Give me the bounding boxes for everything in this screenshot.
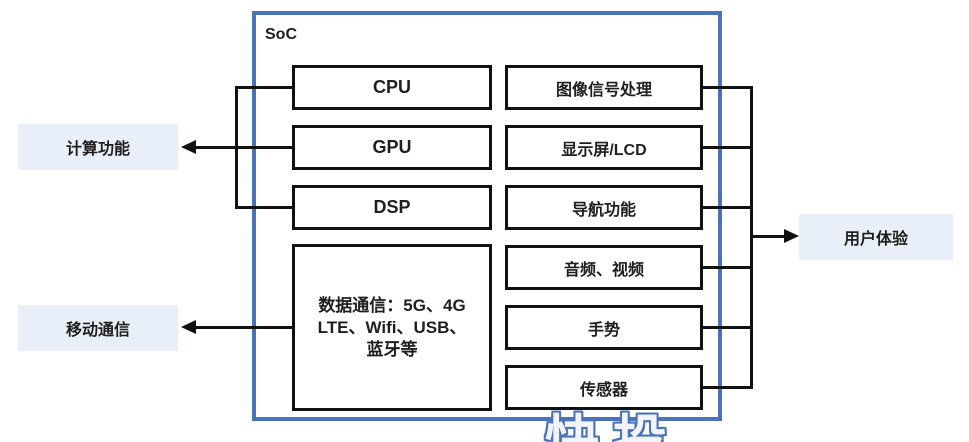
arrowhead-user-experience — [784, 229, 799, 243]
label-mobile-communication: 移动通信 — [18, 305, 178, 351]
connector-ux-arrow-line — [750, 235, 786, 238]
module-data-comm-line2: LTE、Wifi、USB、 — [317, 317, 467, 337]
connector-gesture-line — [702, 326, 753, 329]
connector-navigation-line — [702, 206, 753, 209]
module-gesture: 手势 — [505, 305, 703, 350]
label-compute-function: 计算功能 — [18, 124, 178, 170]
module-cpu: CPU — [292, 65, 492, 110]
label-user-experience: 用户体验 — [799, 214, 953, 260]
module-data-comm-line3: 蓝牙等 — [366, 339, 418, 359]
module-data-comm: 数据通信：5G、4G LTE、Wifi、USB、 蓝牙等 — [292, 244, 492, 411]
module-dsp: DSP — [292, 185, 492, 230]
module-gpu: GPU — [292, 125, 492, 170]
connector-audio-video-line — [702, 266, 753, 269]
connector-data-comm-arrow-line — [193, 326, 292, 329]
module-navigation: 导航功能 — [505, 185, 703, 230]
arrowhead-mobile-communication — [181, 320, 196, 334]
soc-title: SoC — [265, 26, 297, 43]
connector-sensor-line — [702, 386, 753, 389]
connector-image-signal-line — [702, 86, 753, 89]
module-display-lcd: 显示屏/LCD — [505, 125, 703, 170]
connector-dsp-line — [235, 206, 292, 209]
module-sensor: 传感器 — [505, 365, 703, 410]
module-data-comm-line1: 数据通信：5G、4G — [318, 295, 466, 315]
connector-gpu-arrow-line — [193, 146, 292, 149]
module-image-signal-processing: 图像信号处理 — [505, 65, 703, 110]
watermark: 快投 — [545, 411, 681, 442]
connector-cpu-line — [235, 86, 292, 89]
module-audio-video: 音频、视频 — [505, 245, 703, 290]
connector-display-line — [702, 146, 753, 149]
arrowhead-compute-function — [181, 140, 196, 154]
